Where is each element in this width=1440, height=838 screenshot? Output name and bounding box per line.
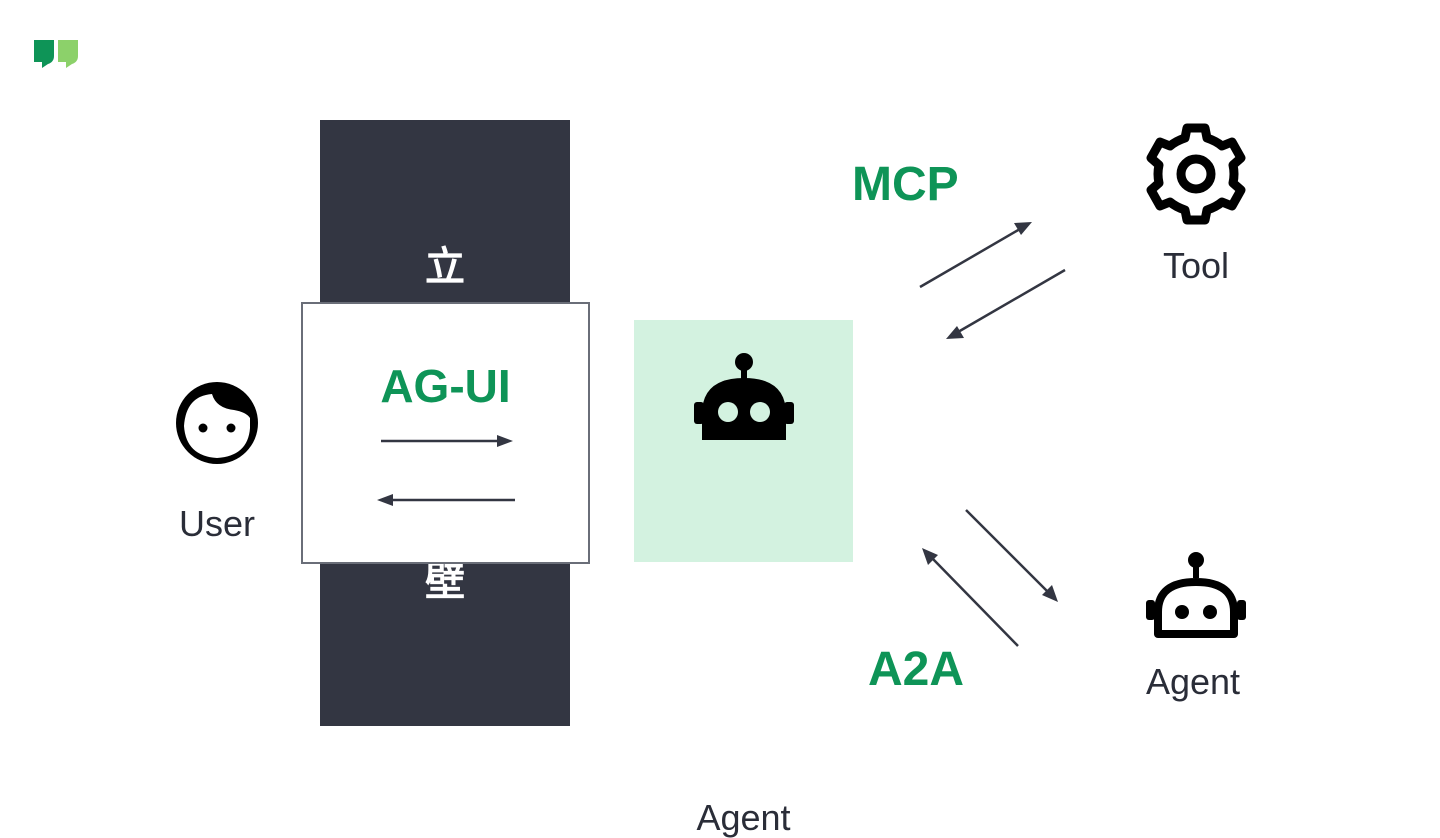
wall-char-bottom: 壁 bbox=[425, 559, 465, 605]
robot-icon bbox=[694, 353, 794, 440]
a2a-arrow-to-agent bbox=[922, 548, 1019, 647]
face-icon bbox=[176, 382, 258, 464]
tool-label: Tool bbox=[1162, 245, 1230, 286]
a2a-label: A2A bbox=[868, 643, 965, 696]
agent-box: Agent bbox=[634, 320, 853, 838]
mcp-arrow-to-tool bbox=[919, 222, 1032, 289]
wall-char-top: 立 bbox=[425, 244, 465, 290]
gear-icon bbox=[1146, 123, 1246, 225]
a2a-arrow-to-remote-agent bbox=[965, 509, 1058, 602]
brand-logo-icon bbox=[34, 40, 78, 68]
robot-outline-icon bbox=[1146, 552, 1246, 638]
mcp-label: MCP bbox=[852, 158, 959, 211]
agui-title: AG-UI bbox=[380, 360, 511, 412]
user-label: User bbox=[178, 503, 255, 544]
mcp-arrow-to-agent bbox=[946, 268, 1066, 339]
connection-arrows bbox=[919, 222, 1066, 647]
remote-agent-label: Agent bbox=[1145, 661, 1241, 702]
agui-box: AG-UI bbox=[301, 302, 590, 564]
arrow-right-icon bbox=[381, 435, 513, 447]
agui-arrows bbox=[377, 435, 515, 506]
arrow-left-icon bbox=[377, 494, 515, 506]
